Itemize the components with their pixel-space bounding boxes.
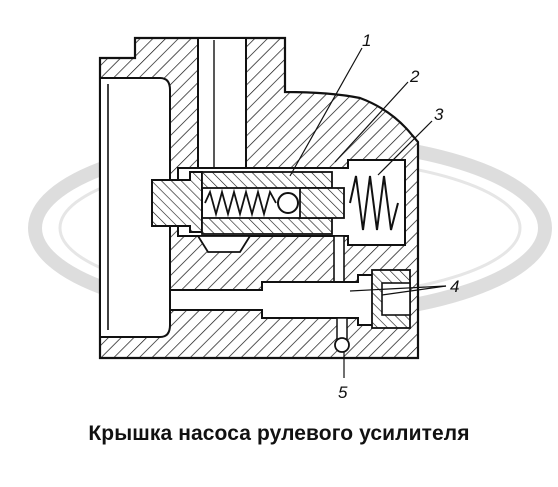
leader-lines [289, 47, 447, 378]
lower-pocket [196, 235, 252, 253]
valve-plug [151, 171, 203, 233]
check-ball [277, 192, 299, 214]
callout-1: 1 [362, 31, 371, 50]
callout-5: 5 [338, 383, 348, 402]
valve-sleeve-top [201, 171, 333, 189]
callout-4: 4 [450, 277, 459, 296]
top-passage [197, 37, 247, 174]
callout-3: 3 [434, 105, 444, 124]
left-bore [99, 77, 171, 338]
inner-spring [204, 188, 277, 218]
valve-sleeve-bottom [201, 217, 333, 235]
callout-2: 2 [409, 67, 420, 86]
diagram-caption: Крышка насоса рулевого усилителя [88, 422, 470, 445]
valve-piston [299, 187, 345, 219]
drain-ball [334, 337, 350, 353]
vertical-channel [333, 235, 345, 283]
main-spring [349, 175, 399, 231]
